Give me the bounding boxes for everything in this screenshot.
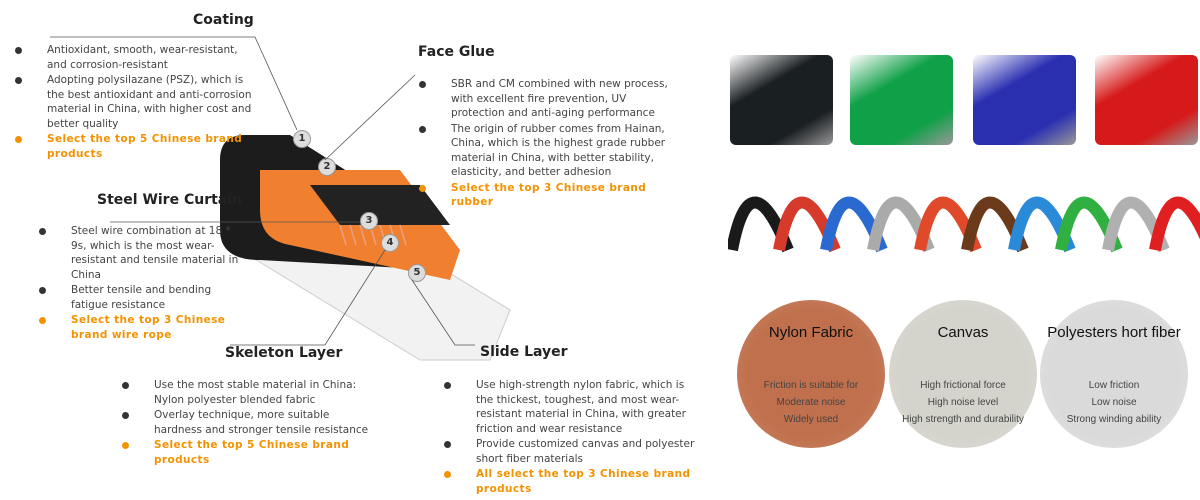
slide-title: Slide Layer <box>480 344 568 360</box>
color-swatch-black <box>730 55 833 145</box>
list-item-highlight: Select the top 5 Chinese brand products <box>15 132 252 161</box>
face-glue-list: SBR and CM combined with new process, wi… <box>419 77 676 211</box>
layer-number-3: 3 <box>360 212 378 230</box>
bullet-icon <box>39 287 46 294</box>
bullet-icon <box>419 81 426 88</box>
skeleton-title: Skeleton Layer <box>225 345 343 361</box>
fabric-title: Canvas <box>937 324 989 341</box>
belt-arc <box>1149 196 1200 252</box>
steel-wire-title: Steel Wire Curtain <box>97 192 243 208</box>
bullet-icon <box>444 382 451 389</box>
list-item-highlight: Select the top 5 Chinese brand products <box>122 438 374 467</box>
list-item: Provide customized canvas and polyester … <box>444 437 701 466</box>
list-item: SBR and CM combined with new process, wi… <box>419 77 676 121</box>
color-swatch-green <box>850 55 953 145</box>
list-item-highlight: Select the top 3 Chinese brand rubber <box>419 181 676 210</box>
coating-title: Coating <box>193 12 254 28</box>
list-item: Better tensile and bending fatigue resis… <box>39 283 243 312</box>
list-item: Use the most stable material in China: N… <box>122 378 374 407</box>
layer-number-1: 1 <box>293 130 311 148</box>
bullet-icon <box>122 442 129 449</box>
layer-number-4: 4 <box>381 234 399 252</box>
bullet-icon <box>444 471 451 478</box>
leader-lines <box>50 36 475 346</box>
list-item-highlight: All select the top 3 Chinese brand produ… <box>444 467 701 496</box>
skeleton-list: Use the most stable material in China: N… <box>122 378 374 468</box>
list-item: Antioxidant, smooth, wear-resistant, and… <box>15 43 252 72</box>
list-item: Overlay technique, more suitable hardnes… <box>122 408 374 437</box>
bullet-icon <box>419 184 426 192</box>
bullet-icon <box>39 228 46 235</box>
list-item: Steel wire combination at 18 * 9s, which… <box>39 224 243 282</box>
layer-number-2: 2 <box>318 158 336 176</box>
color-swatch-blue <box>973 55 1076 145</box>
layer-number-5: 5 <box>408 264 426 282</box>
face-glue-title: Face Glue <box>418 44 495 60</box>
steel-wire-list: Steel wire combination at 18 * 9s, which… <box>39 224 243 343</box>
bullet-icon <box>122 412 129 419</box>
list-item-highlight: Select the top 3 Chinese brand wire rope <box>39 313 243 342</box>
list-item: Use high-strength nylon fabric, which is… <box>444 378 701 436</box>
list-item: The origin of rubber comes from Hainan, … <box>419 122 676 180</box>
bullet-icon <box>419 125 426 133</box>
fabric-title: Nylon Fabric <box>768 324 854 341</box>
bullet-icon <box>15 47 22 54</box>
slide-list: Use high-strength nylon fabric, which is… <box>444 378 701 497</box>
bullet-icon <box>122 382 129 389</box>
color-belt-arcs <box>728 196 1200 253</box>
bullet-icon <box>39 317 46 324</box>
bullet-icon <box>444 441 451 448</box>
coating-list: Antioxidant, smooth, wear-resistant, and… <box>15 43 252 162</box>
bullet-icon <box>15 77 22 84</box>
color-swatch-red <box>1095 55 1198 145</box>
bullet-icon <box>15 136 22 143</box>
list-item: Adopting polysilazane (PSZ), which is th… <box>15 73 252 131</box>
fabric-title: Polyesters hort fiber <box>1047 324 1181 341</box>
